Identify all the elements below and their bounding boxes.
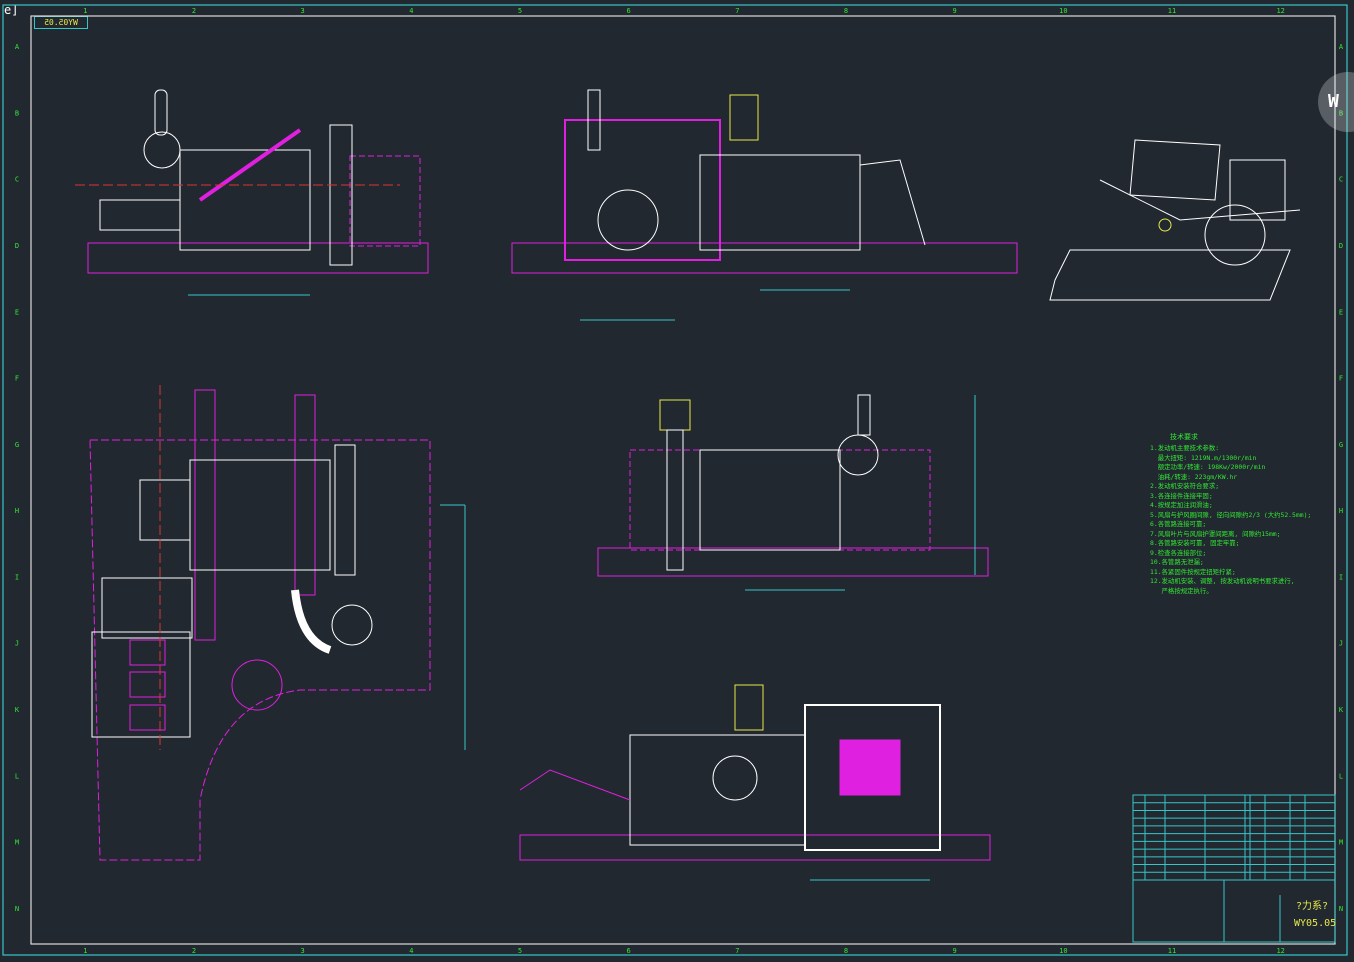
grid-label: 3 xyxy=(301,7,305,15)
grid-label: B xyxy=(1339,109,1343,117)
grid-label: 7 xyxy=(735,947,739,955)
grid-label: E xyxy=(15,308,19,316)
grid-label: N xyxy=(15,905,19,913)
tech-requirement-line: 5.风扇与护风圈间隙, 径向间隙约2/3 (大约52.5mm); xyxy=(1150,510,1312,519)
grid-label: K xyxy=(1339,706,1344,714)
grid-label: 4 xyxy=(409,7,413,15)
grid-label: J xyxy=(15,640,19,648)
grid-label: 2 xyxy=(192,947,196,955)
grid-label: C xyxy=(15,176,19,184)
grid-label: M xyxy=(1339,839,1343,847)
grid-label: L xyxy=(15,772,19,780)
tech-requirement-line: 8.各管路安装可靠, 固定牢靠; xyxy=(1150,539,1240,547)
grid-label: 5 xyxy=(518,7,522,15)
grid-label: 8 xyxy=(844,7,848,15)
grid-label: 8 xyxy=(844,947,848,955)
grid-label: E xyxy=(1339,308,1343,316)
tech-requirement-line: 9.检查各连接部位; xyxy=(1150,548,1207,557)
grid-label: 10 xyxy=(1059,947,1067,955)
grid-label: I xyxy=(1339,573,1343,581)
isometric-view xyxy=(1049,139,1301,301)
grid-label: 1 xyxy=(83,7,87,15)
front-view-top xyxy=(511,89,1018,321)
grid-label: 12 xyxy=(1276,947,1284,955)
tech-requirement-line: 额定功率/转速: 198Kw/2000r/min xyxy=(1150,463,1266,471)
grid-label: F xyxy=(15,375,19,383)
title-block xyxy=(1132,794,1336,943)
grid-label: 2 xyxy=(192,7,196,15)
grid-label: 7 xyxy=(735,7,739,15)
grid-label: H xyxy=(15,507,19,515)
grid-label: 6 xyxy=(627,7,631,15)
grid-label: C xyxy=(1339,176,1343,184)
grid-label: K xyxy=(15,706,20,714)
grid-label: D xyxy=(1339,242,1343,250)
inner-border xyxy=(30,15,1336,945)
tech-requirement-line: 严格按规定执行。 xyxy=(1150,586,1213,595)
side-view-left xyxy=(75,89,429,296)
grid-label: G xyxy=(15,441,19,449)
tech-requirements-heading: 技术要求 xyxy=(1170,433,1198,441)
grid-label: 5 xyxy=(518,947,522,955)
grid-label: 6 xyxy=(627,947,631,955)
tech-requirement-line: 12.发动机安装、调整, 按发动机说明书要求进行, xyxy=(1150,577,1295,585)
tech-requirement-line: 4.按规定加注润滑油; xyxy=(1150,501,1213,509)
tech-requirement-line: 10.各管路无泄漏; xyxy=(1150,558,1204,566)
rear-view-bottom xyxy=(519,684,991,881)
tech-requirement-line: 11.各紧固件按规定扭矩拧紧; xyxy=(1150,567,1236,576)
outer-border xyxy=(2,4,1348,956)
grid-label: B xyxy=(15,109,19,117)
side-view-center xyxy=(597,394,989,591)
grid-label: I xyxy=(15,573,19,581)
tech-requirement-line: 油耗/转速: 223gm/KW.hr xyxy=(1150,472,1238,481)
window-title-fragment: e] xyxy=(4,3,19,17)
grid-label: 3 xyxy=(301,947,305,955)
grid-label: 12 xyxy=(1276,7,1284,15)
grid-label: F xyxy=(1339,375,1343,383)
grid-label: M xyxy=(15,839,19,847)
grid-label: A xyxy=(1339,43,1344,51)
tech-requirement-line: 2.发动机安装符合要求; xyxy=(1150,482,1220,490)
grid-label: 11 xyxy=(1168,7,1176,15)
drawing-frame xyxy=(2,4,1348,956)
grid-label: 9 xyxy=(953,947,957,955)
tech-requirement-line: 最大扭矩: 1219N.m/1300r/min xyxy=(1150,453,1257,462)
tech-requirement-line: 6.各管路连接可靠; xyxy=(1150,520,1207,528)
grid-label: A xyxy=(15,43,20,51)
grid-label: H xyxy=(1339,507,1343,515)
grid-label: 11 xyxy=(1168,947,1176,955)
tech-requirement-line: 7.风扇叶片与风扇护罩间距离, 间隙约15mm; xyxy=(1150,529,1281,538)
grid-label: 9 xyxy=(953,7,957,15)
grid-label: 4 xyxy=(409,947,413,955)
grid-label: J xyxy=(1339,640,1343,648)
title-block-code: WY05.05 xyxy=(1294,918,1337,929)
grid-label: 10 xyxy=(1059,7,1067,15)
tech-requirements-list: 1.发动机主要技术参数: 最大扭矩: 1219N.m/1300r/min 额定功… xyxy=(1150,444,1311,596)
grid-label: G xyxy=(1339,441,1343,449)
tech-requirement-line: 1.发动机主要技术参数: xyxy=(1150,444,1220,452)
title-block-name: ?力系? xyxy=(1296,901,1329,912)
grid-label: N xyxy=(1339,905,1343,913)
tech-requirement-line: 3.各连接件连接牢固; xyxy=(1150,491,1213,500)
grid-label: 1 xyxy=(83,947,87,955)
grid-label: L xyxy=(1339,772,1343,780)
plan-view xyxy=(89,385,466,861)
grid-label: D xyxy=(15,242,19,250)
